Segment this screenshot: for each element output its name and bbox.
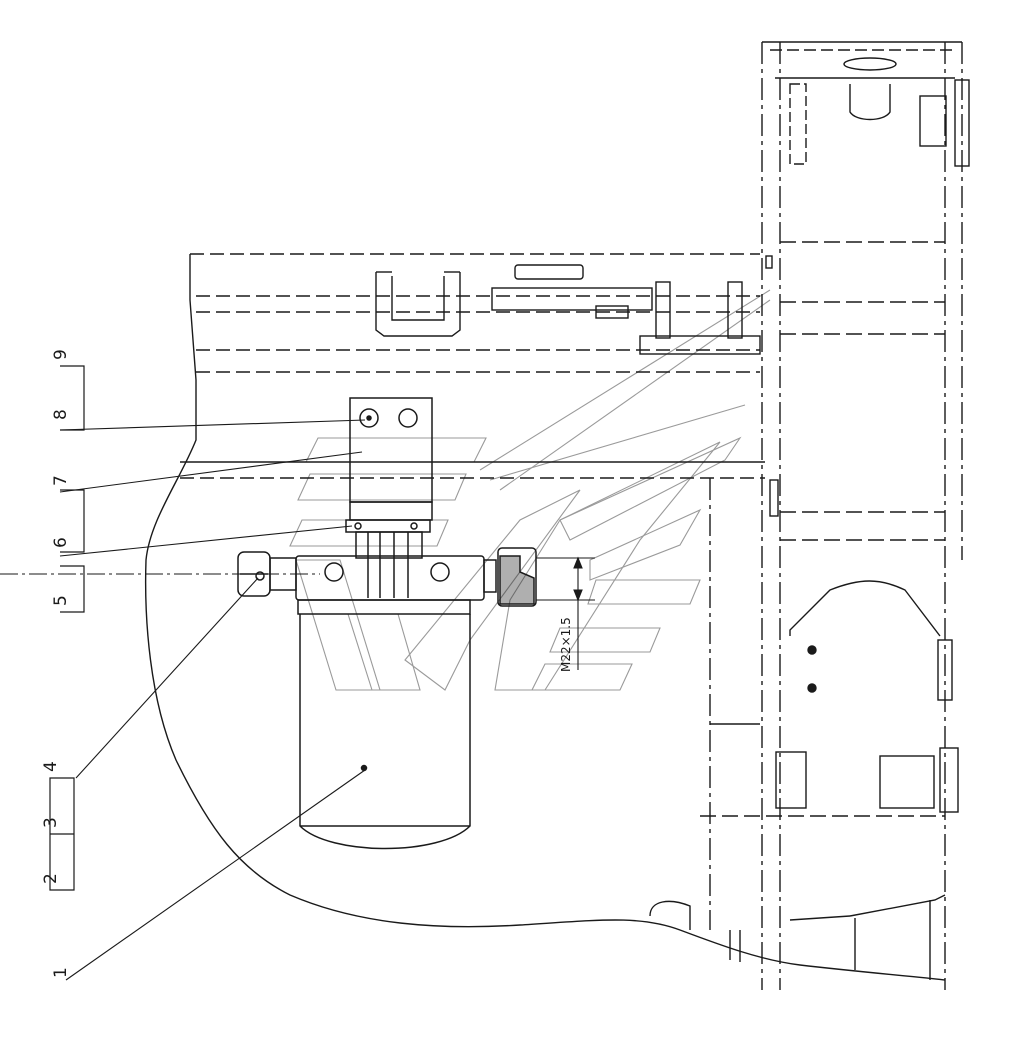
- callout-5: 5: [51, 595, 71, 606]
- callout-9: 9: [51, 349, 71, 360]
- frame-outline: [144, 253, 946, 981]
- thread-size-label: M22×1.5: [559, 617, 573, 672]
- callout-boxes: [49, 365, 85, 891]
- watermark-logo: [289, 289, 771, 691]
- callout-6: 6: [51, 537, 71, 548]
- callout-8: 8: [51, 409, 71, 420]
- leader-lines: [59, 419, 366, 981]
- filter-assembly: [237, 397, 537, 850]
- callout-2: 2: [41, 873, 61, 884]
- right-rail: [649, 41, 970, 990]
- upper-bracket: [375, 264, 761, 355]
- callout-1: 1: [51, 967, 71, 978]
- thread-dimension: [536, 556, 595, 670]
- callout-3: 3: [41, 817, 61, 828]
- callout-4: 4: [41, 761, 61, 772]
- callout-7: 7: [51, 475, 71, 486]
